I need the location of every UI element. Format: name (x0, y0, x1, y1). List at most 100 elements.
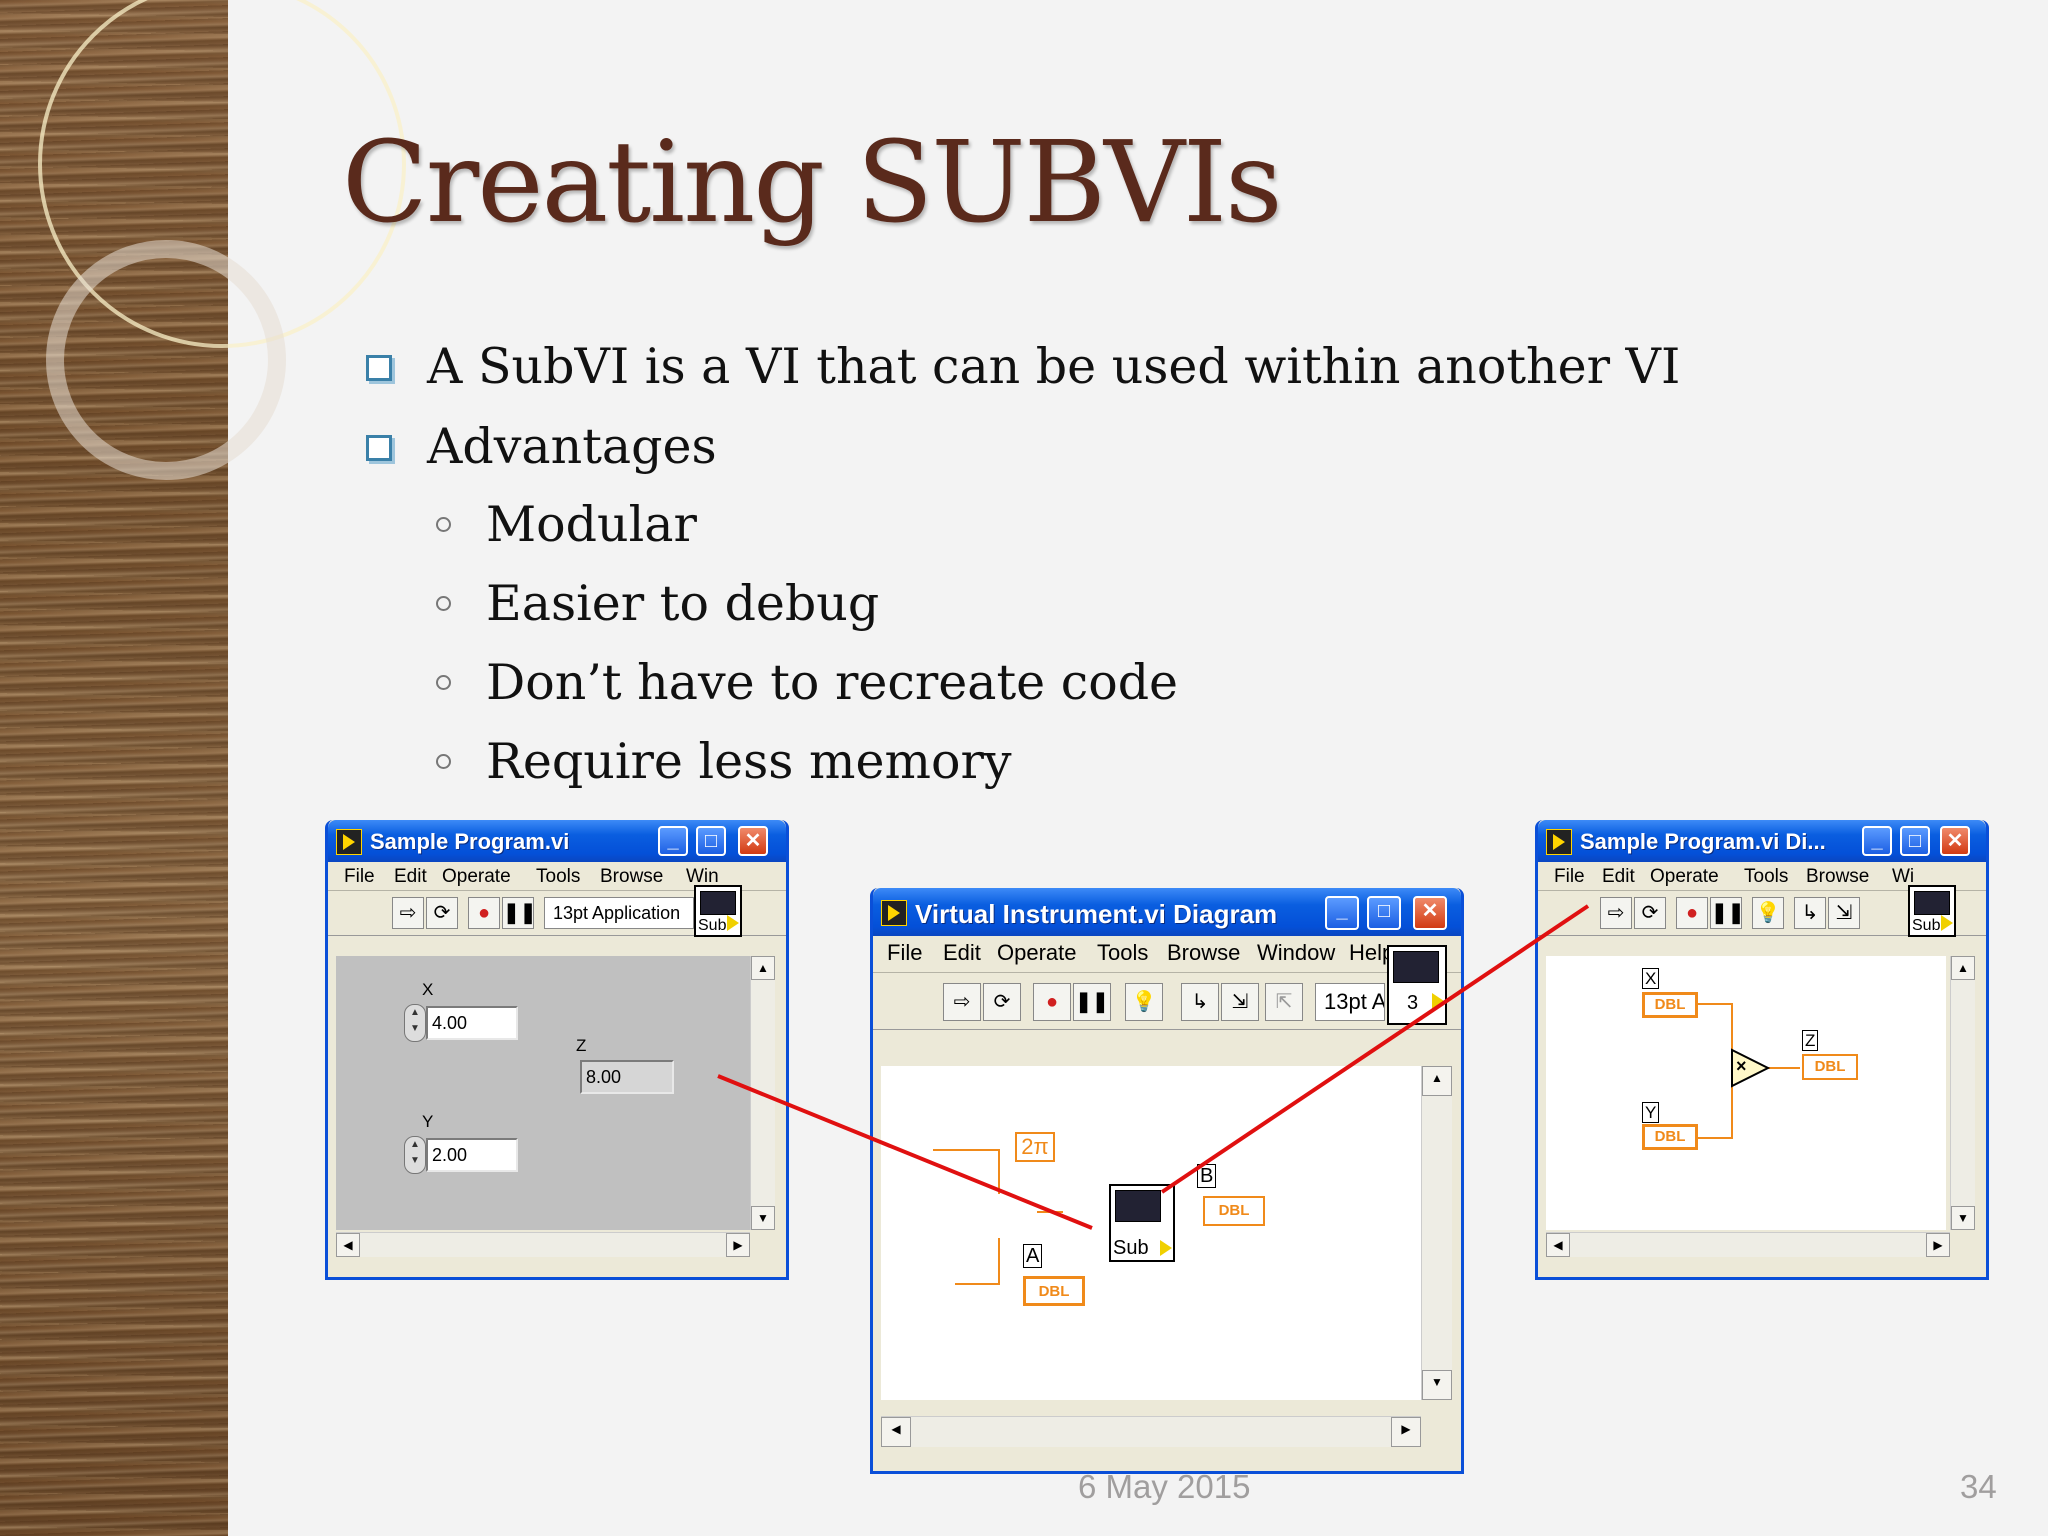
abort-icon[interactable]: ● (1033, 983, 1071, 1021)
run-continuously-icon[interactable]: ⟳ (426, 897, 458, 929)
b-label: B (1197, 1164, 1217, 1188)
step-into-icon[interactable]: ⇲ (1828, 897, 1860, 929)
title-bar[interactable]: Sample Program.vi _ □ ✕ (328, 820, 786, 862)
menu-tools[interactable]: Tools (1097, 940, 1149, 965)
y-control[interactable]: 2.00 (426, 1138, 518, 1172)
close-button[interactable]: ✕ (1413, 896, 1447, 930)
menu-bar: File Edit Operate Tools Browse Wi (1538, 862, 1986, 891)
menu-window[interactable]: Win (686, 866, 719, 887)
menu-file[interactable]: File (887, 940, 923, 965)
vertical-scrollbar[interactable]: ▲ ▼ (1950, 956, 1975, 1230)
subbullet-text: Modular (486, 496, 697, 553)
step-out-icon[interactable]: ⇱ (1265, 983, 1303, 1021)
retain-wire-values-icon[interactable]: ↳ (1181, 983, 1219, 1021)
pause-icon[interactable]: ❚❚ (502, 897, 537, 929)
subbullet-marker (436, 675, 451, 690)
y-control-terminal[interactable]: DBL (1642, 1124, 1698, 1150)
scroll-left-button[interactable]: ◀ (1546, 1233, 1570, 1257)
multiply-node (1731, 1048, 1771, 1088)
front-panel-window: Sample Program.vi _ □ ✕ File Edit Operat… (325, 820, 789, 1280)
a-control-terminal[interactable]: DBL (1023, 1276, 1085, 1306)
scroll-up-button[interactable]: ▲ (1422, 1066, 1452, 1096)
scroll-up-button[interactable]: ▲ (1951, 956, 1975, 980)
maximize-button[interactable]: □ (696, 826, 726, 856)
menu-browse[interactable]: Browse (1167, 940, 1241, 965)
scroll-down-button[interactable]: ▼ (1422, 1370, 1452, 1400)
close-button[interactable]: ✕ (1940, 826, 1970, 856)
maximize-button[interactable]: □ (1900, 826, 1930, 856)
close-button[interactable]: ✕ (738, 826, 768, 856)
menu-window[interactable]: Window (1257, 940, 1336, 965)
menu-file[interactable]: File (344, 866, 375, 887)
menu-edit[interactable]: Edit (394, 866, 427, 887)
scroll-up-button[interactable]: ▲ (751, 956, 775, 980)
run-arrow-icon[interactable]: ⇨ (943, 983, 981, 1021)
abort-icon[interactable]: ● (1676, 897, 1708, 929)
horizontal-scrollbar[interactable]: ◀ ▶ (881, 1416, 1421, 1447)
y-increment-icon[interactable]: ▲▼ (404, 1136, 426, 1174)
font-selector[interactable]: 13pt A (1315, 983, 1385, 1021)
highlight-execution-icon[interactable]: 💡 (1752, 897, 1784, 929)
window-title: Sample Program.vi Di... (1580, 829, 1826, 854)
y-label: Y (422, 1112, 434, 1131)
labview-app-icon (336, 829, 362, 855)
scroll-down-button[interactable]: ▼ (751, 1206, 775, 1230)
menu-operate[interactable]: Operate (442, 866, 511, 887)
scroll-down-button[interactable]: ▼ (1951, 1206, 1975, 1230)
title-bar[interactable]: Sample Program.vi Di... _ □ ✕ (1538, 820, 1986, 862)
menu-browse[interactable]: Browse (1806, 866, 1870, 887)
menu-edit[interactable]: Edit (1602, 866, 1635, 887)
x-increment-icon[interactable]: ▲▼ (404, 1004, 426, 1042)
pause-icon[interactable]: ❚❚ (1710, 897, 1745, 929)
retain-wire-values-icon[interactable]: ↳ (1794, 897, 1826, 929)
vertical-scrollbar[interactable]: ▲ ▼ (1421, 1066, 1452, 1400)
b-indicator-terminal[interactable]: DBL (1203, 1196, 1265, 1226)
pi-constant[interactable]: 2π (1015, 1132, 1055, 1162)
z-label: Z (576, 1036, 587, 1055)
menu-operate[interactable]: Operate (997, 940, 1077, 965)
horizontal-scrollbar[interactable]: ◀ ▶ (336, 1232, 750, 1257)
z-indicator: 8.00 (580, 1060, 674, 1094)
scroll-right-button[interactable]: ▶ (1926, 1233, 1950, 1257)
menu-tools[interactable]: Tools (1744, 866, 1789, 887)
menu-window[interactable]: Wi (1892, 866, 1915, 887)
abort-icon[interactable]: ● (468, 897, 500, 929)
scroll-right-button[interactable]: ▶ (1391, 1417, 1421, 1447)
labview-app-icon (881, 900, 907, 926)
run-arrow-icon[interactable]: ⇨ (1600, 897, 1632, 929)
menu-browse[interactable]: Browse (600, 866, 664, 887)
vertical-scrollbar[interactable]: ▲ ▼ (750, 956, 775, 1230)
subvi-node[interactable]: Sub (1109, 1184, 1175, 1262)
block-diagram-area[interactable]: 2π Sub A DBL B DBL (881, 1066, 1421, 1400)
wire-layer (1646, 1003, 1800, 1139)
menu-edit[interactable]: Edit (943, 940, 981, 965)
scroll-right-button[interactable]: ▶ (726, 1233, 750, 1257)
window-title: Sample Program.vi (370, 829, 570, 854)
front-panel-area[interactable]: X ▲▼ 4.00 Y ▲▼ 2.00 Z 8.00 (336, 956, 752, 1230)
x-control[interactable]: 4.00 (426, 1006, 518, 1040)
title-bar[interactable]: Virtual Instrument.vi Diagram _ □ ✕ (873, 888, 1461, 936)
menu-tools[interactable]: Tools (536, 866, 581, 887)
x-label: X (1642, 968, 1660, 989)
a-label: A (1023, 1244, 1043, 1268)
run-arrow-icon[interactable]: ⇨ (392, 897, 424, 929)
subvi-diagram-area[interactable]: × X DBL Y DBL Z DBL (1546, 956, 1946, 1230)
step-into-icon[interactable]: ⇲ (1221, 983, 1259, 1021)
x-control-terminal[interactable]: DBL (1642, 992, 1698, 1018)
maximize-button[interactable]: □ (1367, 896, 1401, 930)
pause-icon[interactable]: ❚❚ (1073, 983, 1111, 1021)
font-selector[interactable]: 13pt Application (544, 897, 694, 929)
z-indicator-terminal[interactable]: DBL (1802, 1054, 1858, 1080)
run-continuously-icon[interactable]: ⟳ (983, 983, 1021, 1021)
minimize-button[interactable]: _ (1325, 896, 1359, 930)
bullet-text: Advantages (427, 418, 717, 475)
horizontal-scrollbar[interactable]: ◀ ▶ (1546, 1232, 1950, 1257)
menu-file[interactable]: File (1554, 866, 1585, 887)
minimize-button[interactable]: _ (1862, 826, 1892, 856)
minimize-button[interactable]: _ (658, 826, 688, 856)
highlight-execution-icon[interactable]: 💡 (1125, 983, 1163, 1021)
run-continuously-icon[interactable]: ⟳ (1634, 897, 1666, 929)
menu-operate[interactable]: Operate (1650, 866, 1719, 887)
scroll-left-button[interactable]: ◀ (881, 1417, 911, 1447)
scroll-left-button[interactable]: ◀ (336, 1233, 360, 1257)
